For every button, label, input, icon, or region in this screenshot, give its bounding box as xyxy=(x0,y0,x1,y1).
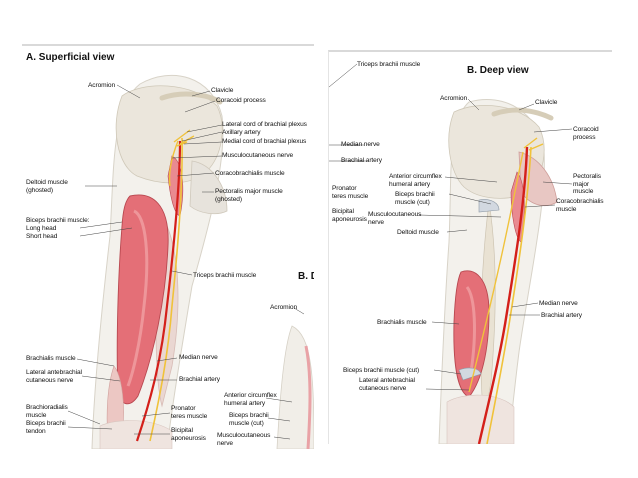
label-biceps-tendon: Biceps brachii tendon xyxy=(26,420,66,435)
label-biceps-cut-upper: Biceps brachii muscle (cut) xyxy=(395,191,435,206)
label-coracoid-process: Coracoid process xyxy=(573,126,599,141)
forearm-muscles xyxy=(99,420,173,449)
label-musculocutaneous-nerve: Musculocutaneous nerve xyxy=(222,152,294,159)
label-coracobrachialis: Coracobrachialis muscle xyxy=(215,170,285,177)
label-pectoralis-major: Pectoralis major muscle xyxy=(573,173,601,196)
median-nerve xyxy=(486,146,532,444)
leader-lines xyxy=(67,84,223,435)
label-bicipital-aponeurosis: Bicipital aponeurosis xyxy=(171,427,206,442)
inset-label-biceps-cut: Biceps brachii muscle (cut) xyxy=(229,412,269,427)
label-anterior-circumflex: Anterior circumflex humeral artery xyxy=(389,173,442,188)
label-deltoid-ghosted: Deltoid muscle (ghosted) xyxy=(26,179,68,194)
label-median-nerve: Median nerve xyxy=(539,300,578,307)
label-median-nerve-top: Median nerve xyxy=(341,141,380,148)
clavicle-bone xyxy=(159,91,223,105)
label-brachialis: Brachialis muscle xyxy=(377,319,427,326)
label-brachial-artery: Brachial artery xyxy=(541,312,583,319)
leader-lines xyxy=(329,63,573,391)
superficial-view-panel: A. Superficial view Acromion Clavicle Co… xyxy=(22,44,314,449)
inset-label-anterior-circumflex: Anterior circumflex humeral artery xyxy=(224,392,277,407)
label-brachioradialis: Brachioradialis muscle xyxy=(26,404,68,419)
label-brachial-artery-top: Brachial artery xyxy=(341,157,383,164)
label-clavicle: Clavicle xyxy=(211,87,234,94)
label-short-head: Short head xyxy=(26,233,58,240)
inset-label-musculocutaneous: Musculocutaneous nerve xyxy=(217,432,271,447)
brachial-artery xyxy=(477,146,529,444)
brachial-plexus xyxy=(523,137,544,151)
label-brachial-artery: Brachial artery xyxy=(179,376,221,383)
label-deltoid: Deltoid muscle xyxy=(397,229,439,236)
label-coracobrachialis: Coracobrachialis muscle xyxy=(556,198,604,213)
deep-arm-illustration xyxy=(329,63,573,444)
label-pronator-teres: Pronator teres muscle xyxy=(332,185,369,200)
musculocutaneous-nerve xyxy=(168,140,179,187)
label-medial-cord: Medial cord of brachial plexus xyxy=(222,138,307,145)
label-acromion: Acromion xyxy=(440,95,468,102)
brachial-artery xyxy=(135,140,182,442)
superficial-arm-illustration xyxy=(67,75,314,449)
superficial-view-title: A. Superficial view xyxy=(26,52,115,63)
label-clavicle: Clavicle xyxy=(535,99,558,106)
brachialis-highlight xyxy=(465,286,476,373)
inset-label-acromion: Acromion xyxy=(270,304,298,311)
biceps-cut-lower xyxy=(458,367,482,381)
biceps-highlight xyxy=(126,209,149,387)
label-musculocutaneous: Musculocutaneous nerve xyxy=(368,211,422,226)
clavicle-bone xyxy=(491,107,554,121)
label-biceps-brachii: Biceps brachii muscle: xyxy=(26,217,90,224)
biceps-muscle xyxy=(116,194,169,405)
inset-muscle-hint xyxy=(304,345,312,449)
label-lateral-antebrachial: Lateral antebrachial cutaneous nerve xyxy=(26,369,82,384)
label-lateral-cord: Lateral cord of brachial plexus xyxy=(222,121,307,128)
label-biceps-cut-lower: Biceps brachii muscle (cut) xyxy=(343,367,420,374)
label-coracoid-process: Coracoid process xyxy=(216,97,266,104)
label-brachialis: Brachialis muscle xyxy=(26,355,76,362)
inset-title: B. D xyxy=(298,271,314,282)
forearm-muscles xyxy=(446,394,515,444)
label-long-head: Long head xyxy=(26,225,57,232)
label-acromion: Acromion xyxy=(88,82,116,89)
label-triceps-brachii: Triceps brachii muscle xyxy=(357,61,421,68)
inset-arm-outline xyxy=(276,325,314,449)
label-axillary-artery: Axillary artery xyxy=(222,129,261,136)
deep-view-panel: B. Deep view Triceps brachii muscle Acro… xyxy=(328,50,612,444)
median-nerve xyxy=(149,137,183,442)
biceps-cut-stub xyxy=(478,199,500,213)
label-bicipital-aponeurosis: Bicipital aponeurosis xyxy=(332,208,367,223)
inset-leader-lines xyxy=(265,307,305,440)
label-triceps-brachii: Triceps brachii muscle xyxy=(193,272,257,279)
label-pronator-teres: Pronator teres muscle xyxy=(171,405,208,420)
musculocutaneous-nerve xyxy=(468,151,524,393)
label-lateral-antebrachial: Lateral antebrachial cutaneous nerve xyxy=(359,377,415,392)
label-pectoralis-ghosted: Pectoralis major muscle (ghosted) xyxy=(215,188,283,203)
label-median-nerve: Median nerve xyxy=(179,354,218,361)
deep-view-title: B. Deep view xyxy=(467,65,529,76)
